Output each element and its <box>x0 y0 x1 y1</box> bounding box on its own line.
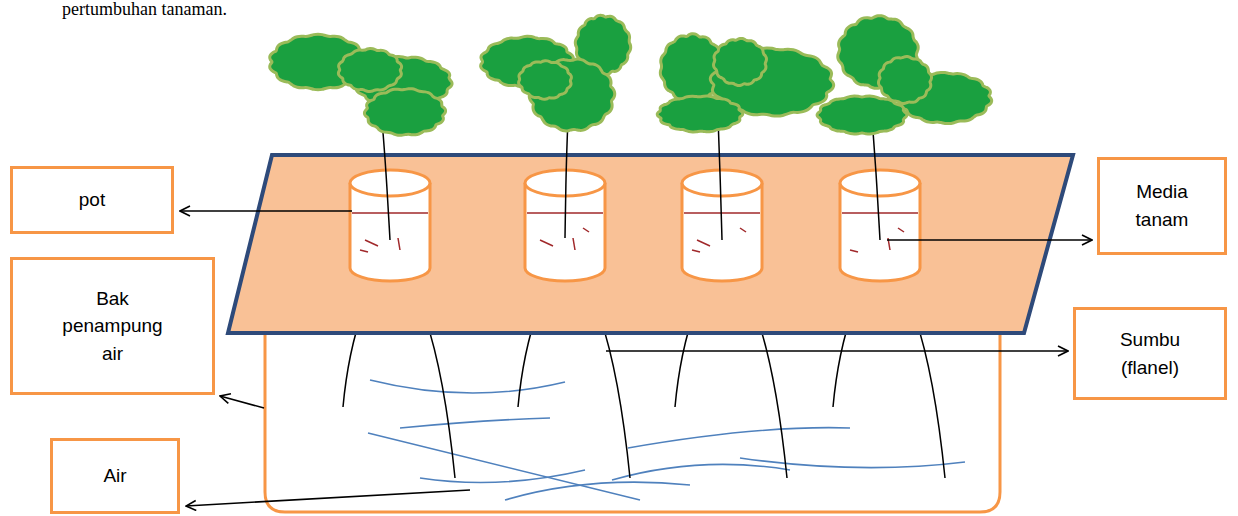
plant-foliage <box>270 15 992 135</box>
part-label: Bak penampung air <box>53 285 173 368</box>
box-content: Bak penampung air <box>53 285 173 368</box>
part-label: pot <box>79 186 105 214</box>
label-box: Sumbu (flanel) <box>1073 307 1227 400</box>
part-label: Air <box>103 462 126 490</box>
floating-platform <box>228 155 1073 333</box>
box-content: Air <box>103 462 126 490</box>
label-box: Air <box>50 438 180 514</box>
label-box: Media tanam <box>1097 157 1227 255</box>
box-content: pot <box>79 186 105 214</box>
label-box: pot <box>10 166 174 234</box>
part-label: Media tanam <box>1112 178 1212 233</box>
box-content: Media tanam <box>1112 178 1212 233</box>
leader-lines <box>180 211 1092 506</box>
water-tank <box>265 330 1000 512</box>
water-lines <box>368 380 965 500</box>
caption-fragment: pertumbuhan tanaman. <box>62 0 227 18</box>
plant-pots <box>350 118 920 281</box>
part-label: Sumbu (flanel) <box>1100 326 1200 381</box>
box-content: Sumbu (flanel) <box>1100 326 1200 381</box>
label-box: Bak penampung air <box>10 257 215 395</box>
